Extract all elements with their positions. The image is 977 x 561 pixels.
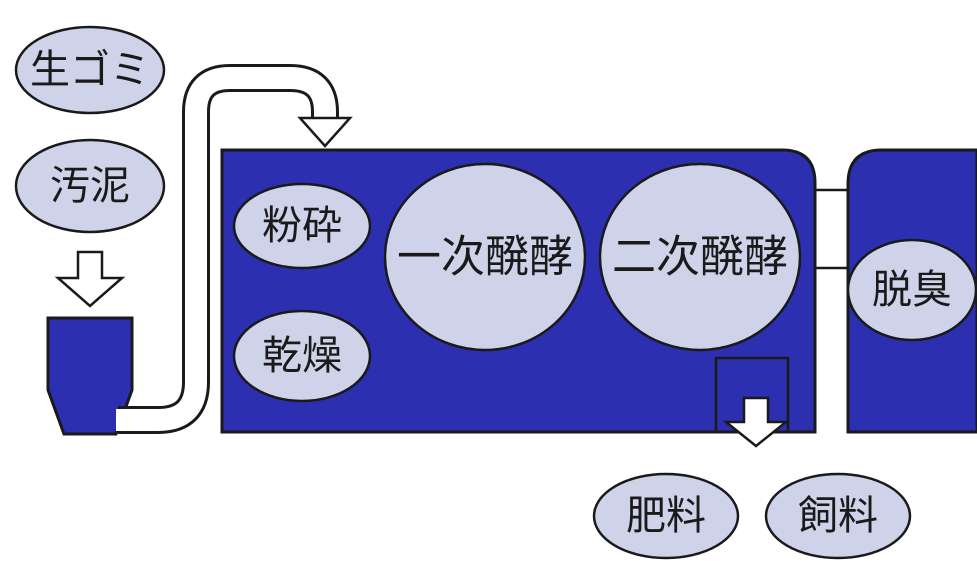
sludge-node: 汚泥	[14, 138, 166, 234]
secondary-fermentation-label: 二次醗酵	[612, 232, 788, 283]
crushing-node: 粉砕	[232, 182, 372, 270]
secondary-fermentation-node: 二次醗酵	[598, 162, 802, 352]
drying-node: 乾燥	[232, 309, 372, 403]
hopper	[46, 316, 134, 436]
deodorization-label: 脱臭	[872, 267, 952, 313]
feed-node: 飼料	[764, 472, 912, 560]
food-waste-label: 生ゴミ	[30, 47, 150, 93]
primary-fermentation-label: 一次醗酵	[397, 232, 573, 283]
arrow-into-hopper	[54, 250, 126, 308]
arrow-into-tank	[297, 116, 353, 148]
arrow-to-products	[722, 396, 790, 448]
feed-label: 飼料	[798, 493, 878, 539]
food-waste-node: 生ゴミ	[14, 25, 166, 115]
primary-fermentation-node: 一次醗酵	[383, 162, 587, 352]
crushing-label: 粉砕	[262, 203, 342, 249]
fertilizer-label: 肥料	[626, 493, 706, 539]
fertilizer-node: 肥料	[592, 472, 740, 560]
deodorization-node: 脱臭	[846, 238, 977, 342]
drying-label: 乾燥	[262, 333, 342, 379]
sludge-label: 汚泥	[50, 163, 130, 209]
